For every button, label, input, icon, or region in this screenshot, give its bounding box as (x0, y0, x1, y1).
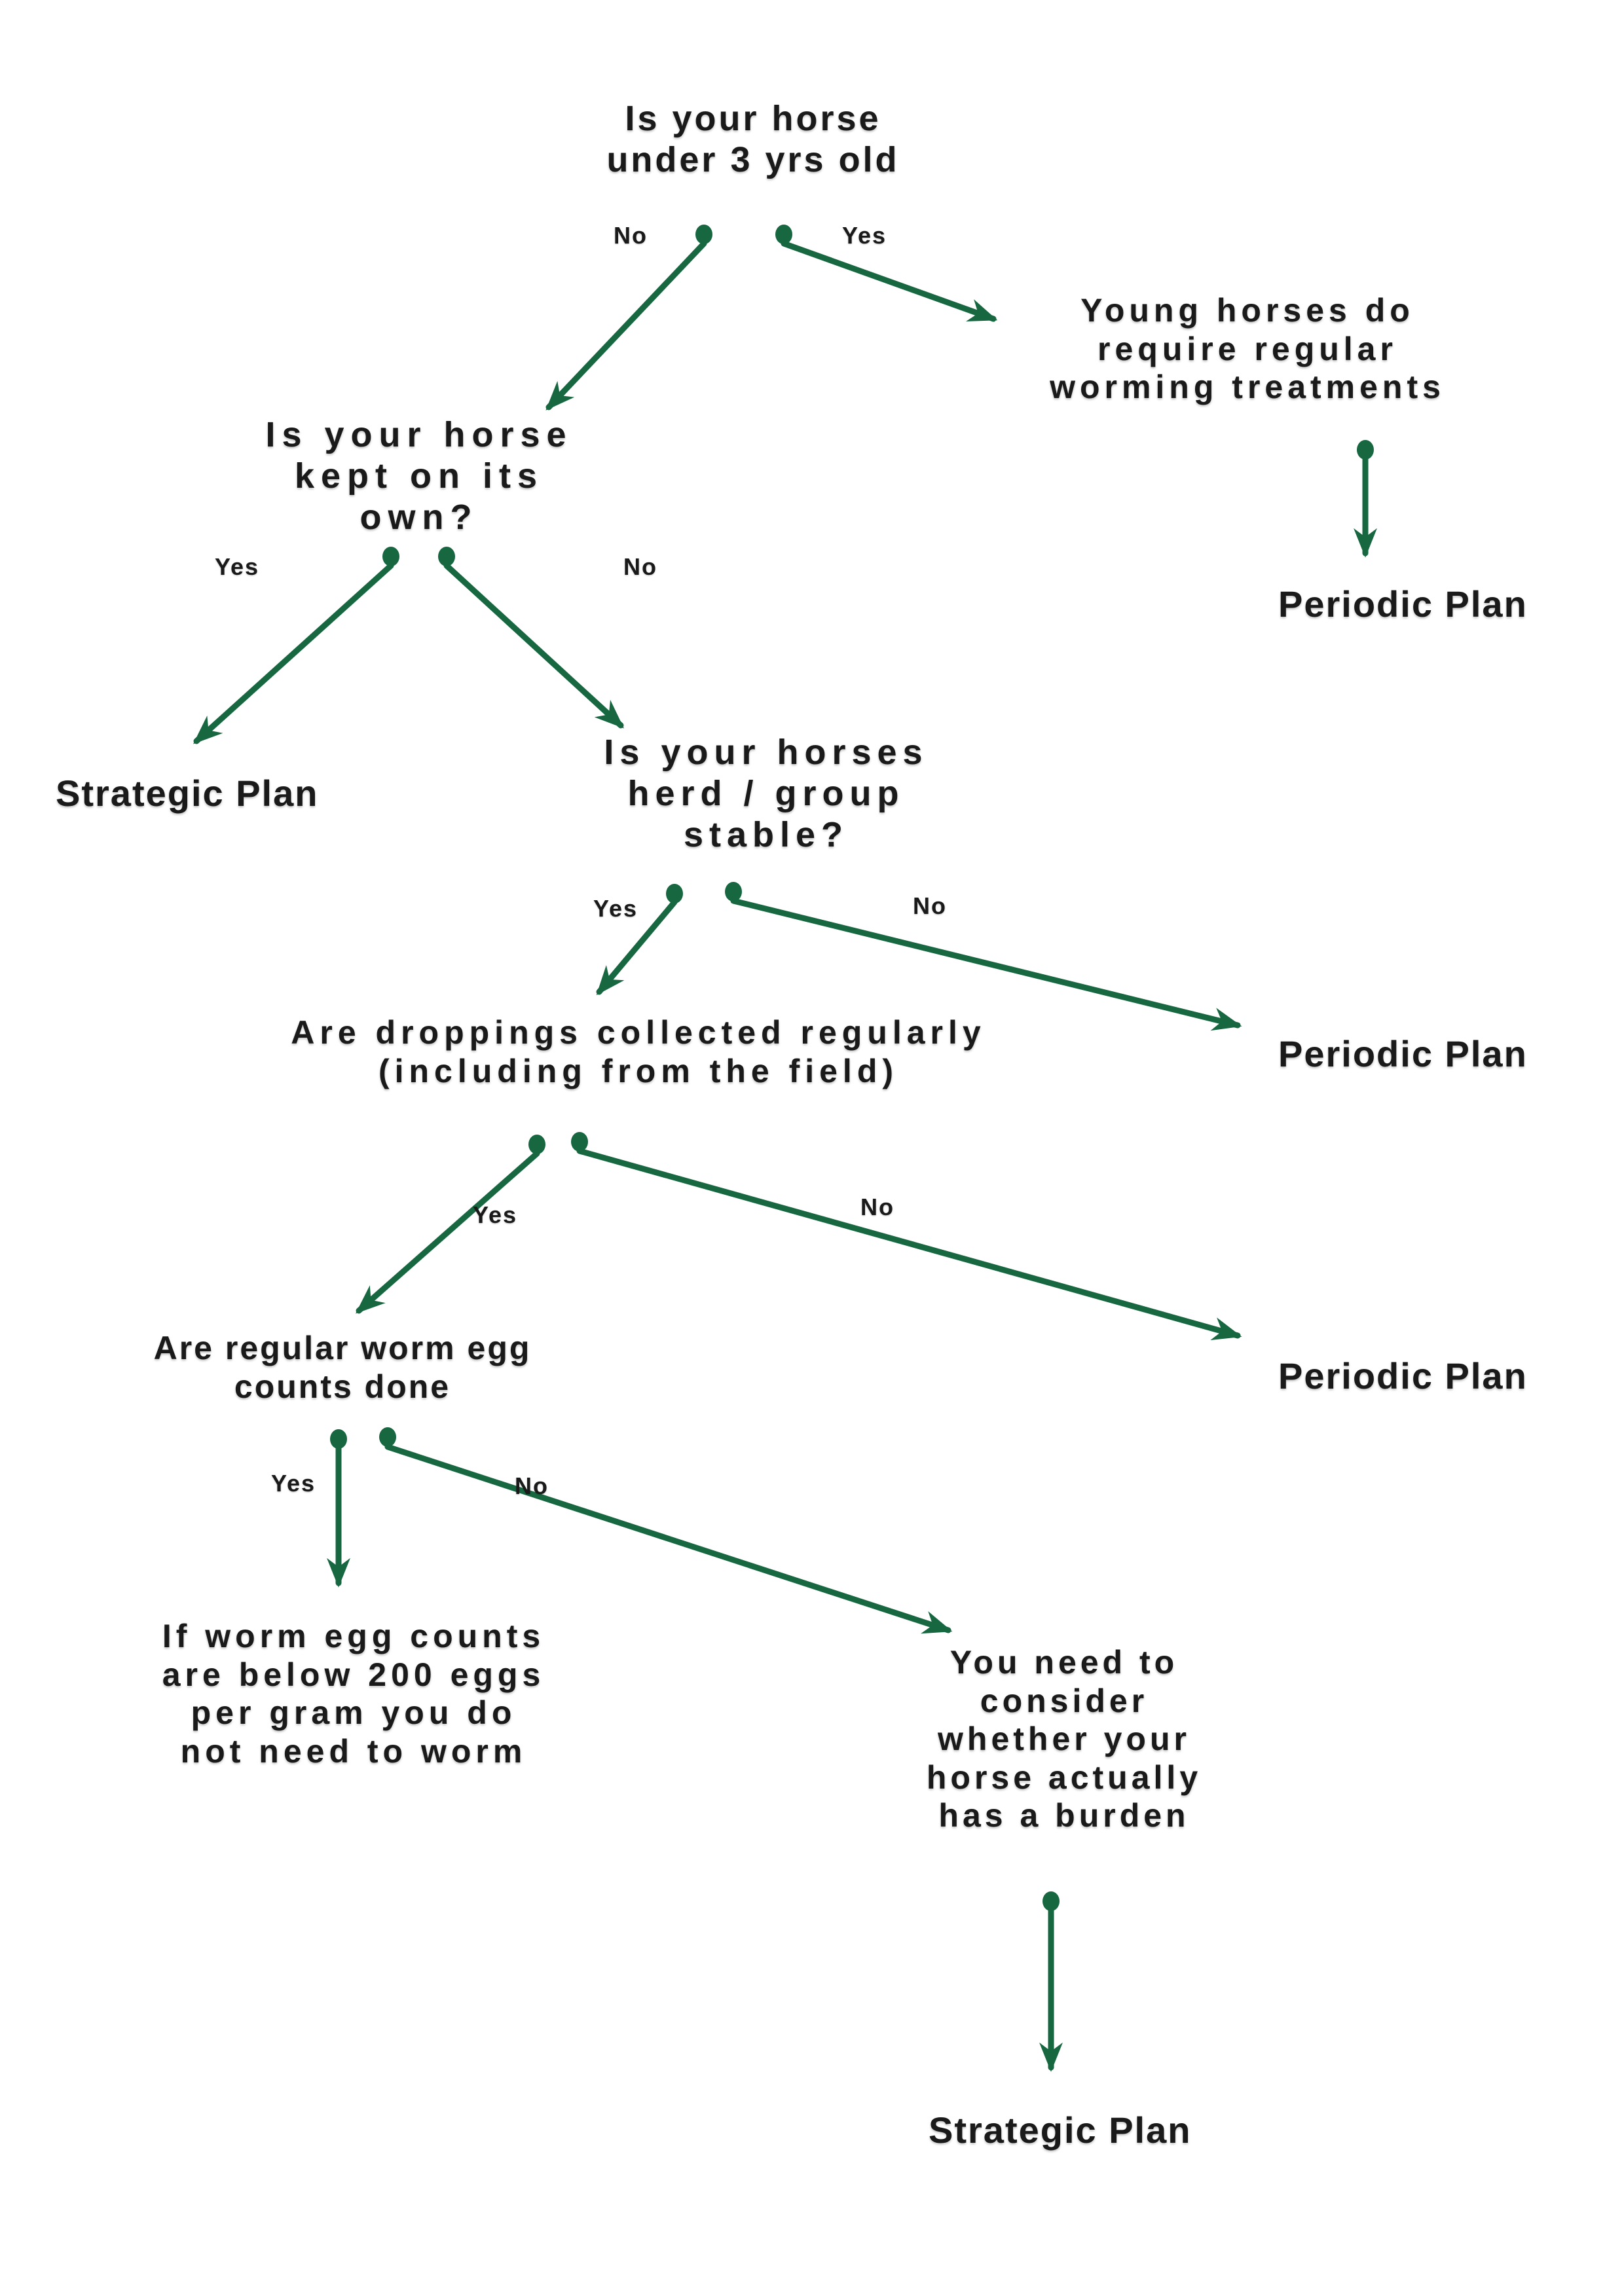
edge-label-q2-no: No (623, 553, 657, 580)
arrow-q2-no (443, 562, 624, 729)
edge-label-q3-no: No (913, 892, 947, 919)
plan-periodic-1: Periodic Plan (1278, 583, 1528, 625)
arrow-q1-no (545, 240, 707, 410)
decision-q2-kept-on-own: Is your horse kept on its own? (265, 414, 572, 539)
outcome-below-200-eggs: If worm egg counts are below 200 eggs pe… (162, 1617, 545, 1770)
plan-label: Strategic Plan (929, 2109, 1192, 2151)
plan-periodic-3: Periodic Plan (1278, 1355, 1528, 1397)
text-line: If worm egg counts (162, 1618, 545, 1654)
plan-label: Periodic Plan (1278, 583, 1528, 625)
arrow-q4-yes (355, 1150, 540, 1314)
text-line: own? (360, 498, 479, 538)
edge-label-q5-no: No (515, 1472, 549, 1499)
text-line: worming treatments (1050, 369, 1445, 405)
edge-label-q4-yes: Yes (472, 1201, 518, 1228)
arrow-q4-no (576, 1148, 1242, 1340)
branch-dot-q1-right (775, 225, 792, 244)
arrow-q1-yes (781, 240, 998, 322)
branch-dot-q1-left (695, 225, 712, 244)
text-line: herd / group (627, 774, 905, 814)
text-line: require regular (1098, 330, 1397, 367)
text-line: not need to worm (180, 1732, 527, 1770)
text-line: counts done (234, 1368, 451, 1405)
text-line: stable? (683, 815, 849, 855)
text-line: horse actually (926, 1758, 1202, 1796)
decision-q3-herd-stable: Is your horses herd / group stable? (604, 732, 928, 856)
arrow-q5-no (384, 1444, 953, 1634)
text-line: Is your horse (265, 415, 573, 454)
text-line: Are droppings collected regularly (291, 1014, 986, 1051)
outcome-consider-burden: You need to consider whether your horse … (927, 1643, 1202, 1835)
branch-dot-young (1357, 440, 1374, 460)
plan-label: Periodic Plan (1278, 1033, 1528, 1074)
edge-label-q1-no: No (614, 222, 648, 249)
decision-q1-under-3yrs: Is your horse under 3 yrs old (606, 98, 899, 181)
branch-dot-q4-left (528, 1135, 545, 1154)
text-line: has a burden (938, 1797, 1190, 1834)
text-line: Is your horse (625, 99, 881, 138)
arrow-q3-no (730, 898, 1242, 1031)
plan-label: Strategic Plan (56, 773, 319, 814)
plan-label: Periodic Plan (1278, 1355, 1528, 1396)
text-line: are below 200 eggs (162, 1656, 545, 1693)
decision-q5-worm-egg-counts: Are regular worm egg counts done (154, 1329, 532, 1406)
branch-dot-q3-left (666, 884, 683, 903)
branch-dot-q5-right (379, 1427, 396, 1447)
text-line: whether your (938, 1721, 1190, 1757)
text-line: kept on its (294, 456, 544, 496)
edge-label-q1-yes: Yes (841, 222, 887, 249)
plan-strategic-1: Strategic Plan (56, 772, 318, 814)
text-line: Young horses do (1080, 292, 1414, 329)
branch-dot-q4-right (571, 1132, 588, 1152)
branch-dot-youneed (1043, 1891, 1060, 1911)
edge-label-q2-yes: Yes (214, 553, 260, 580)
arrow-q3-yes (596, 899, 678, 996)
text-line: Is your horses (604, 733, 929, 772)
text-line: (including from the field) (378, 1052, 899, 1089)
text-line: Are regular worm egg (153, 1330, 532, 1366)
branch-dot-q5-left (330, 1429, 347, 1449)
plan-periodic-2: Periodic Plan (1278, 1032, 1528, 1075)
branch-dot-q3-right (725, 882, 742, 902)
outcome-young-horses: Young horses do require regular worming … (1050, 291, 1445, 407)
arrow-q2-yes (193, 562, 394, 744)
branch-dot-q2-right (438, 547, 455, 566)
edge-label-q4-no: No (860, 1194, 895, 1220)
edge-label-q3-yes: Yes (593, 895, 638, 922)
plan-strategic-2: Strategic Plan (929, 2109, 1191, 2151)
text-line: under 3 yrs old (606, 140, 900, 180)
text-line: consider (980, 1682, 1149, 1719)
text-line: per gram you do (191, 1694, 517, 1731)
edge-label-q5-yes: Yes (270, 1470, 316, 1497)
branch-dot-q2-left (382, 547, 399, 566)
decision-q4-droppings-collected: Are droppings collected regularly (inclu… (291, 1013, 986, 1090)
text-line: You need to (950, 1644, 1179, 1681)
